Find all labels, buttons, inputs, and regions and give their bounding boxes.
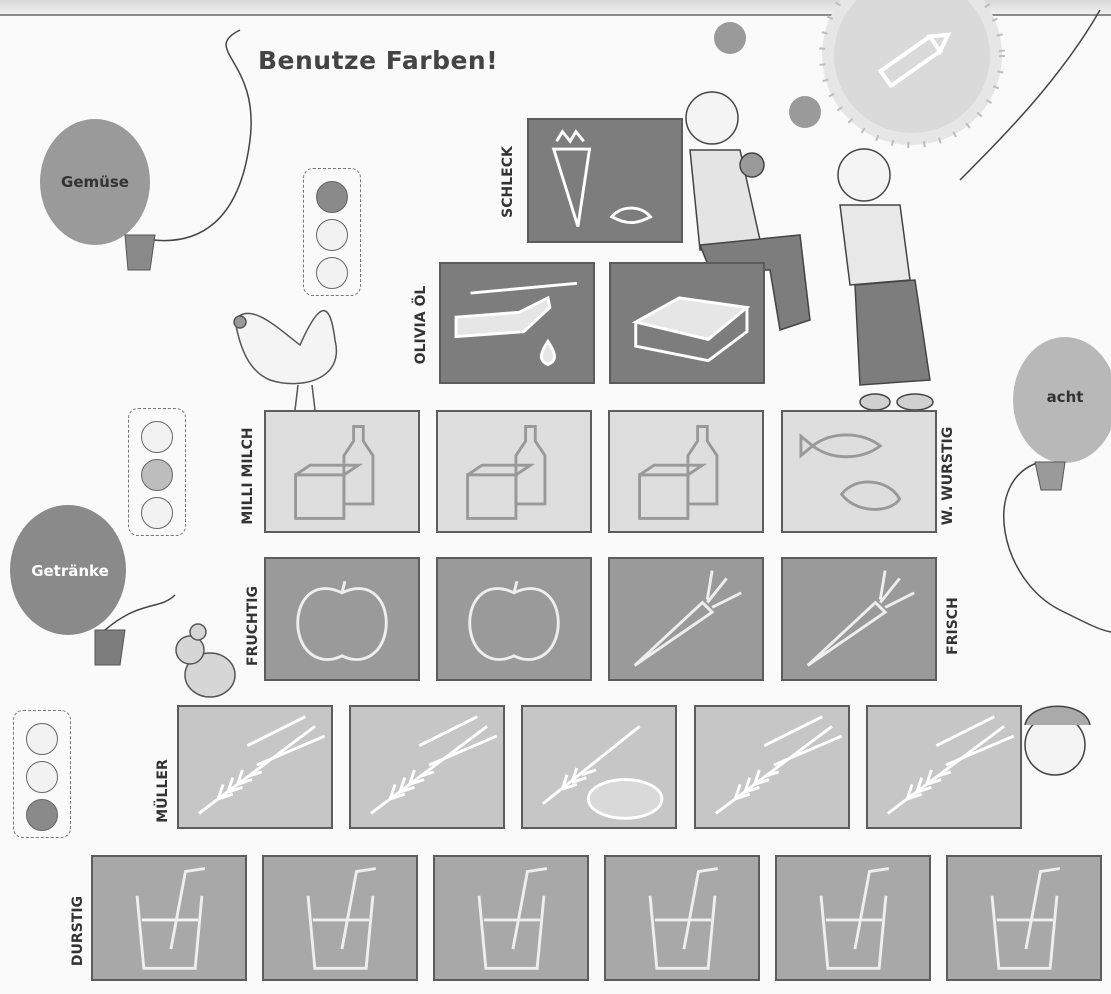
tile-carrot-1 [608,557,764,681]
wheat-icon [351,707,503,827]
balloon-label-getraenke: Getränke [15,562,125,580]
label-schleck: SCHLECK [500,142,520,222]
label-fruchtig: FRUCHTIG [245,571,265,681]
milk-cheese-icon [266,412,418,531]
butter-icon [611,264,763,382]
tile-drink-6 [946,855,1102,981]
bulb-red [26,723,58,755]
bulb-green [26,799,58,831]
balloon-string-gemuese [140,30,251,241]
balloon-label-acht: acht [1025,388,1105,406]
bulb-yellow [26,761,58,793]
tile-drink-3 [433,855,589,981]
tile-apple-1 [264,557,420,681]
bulb-green [141,497,173,529]
traffic-light-bottom [13,710,71,838]
oil-bottle-icon [441,264,593,382]
tile-drink-5 [775,855,931,981]
mouse-illustration [176,624,235,697]
child-peeking-illustration [1025,706,1090,775]
glass-straw-icon [93,857,245,979]
apple-icon [266,559,418,679]
tile-grain-4 [866,705,1022,829]
tile-sweets [527,118,683,243]
glass-straw-icon [264,857,416,979]
glass-straw-icon [435,857,587,979]
bulb-red [316,181,348,213]
bulb-yellow [141,459,173,491]
balloon-label-gemuese: Gemüse [50,173,140,191]
tile-drink-4 [604,855,760,981]
glass-straw-icon [948,857,1100,979]
tile-grain-2 [349,705,505,829]
wheat-icon [868,707,1020,827]
wheat-potato-icon [523,707,675,827]
dot-1 [714,22,746,54]
hen-illustration [234,311,336,410]
tile-dairy-2 [436,410,592,533]
tile-butter [609,262,765,384]
milk-cheese-icon [610,412,762,531]
dot-2 [789,96,821,128]
label-frisch: FRISCH [945,581,965,671]
wheat-icon [696,707,848,827]
label-durstig: DURSTIG [70,881,90,981]
tile-apple-2 [436,557,592,681]
tile-drink-1 [91,855,247,981]
fish-meat-icon [783,412,935,531]
bulb-yellow [316,219,348,251]
tile-grain-3 [694,705,850,829]
ice-cream-icon [529,120,681,241]
bulb-red [141,421,173,453]
tile-dairy-1 [264,410,420,533]
tile-grain-potato [521,705,677,829]
carrot-icon [610,559,762,679]
tile-carrot-2 [781,557,937,681]
label-mueller: MÜLLER [155,746,175,836]
tile-dairy-3 [608,410,764,533]
tile-oil [439,262,595,384]
label-olivia: OLIVIA ÖL [413,275,433,375]
traffic-light-top [303,168,361,296]
glass-straw-icon [777,857,929,979]
tile-fish-meat [781,410,937,533]
tile-drink-2 [262,855,418,981]
bulb-green [316,257,348,289]
milk-cheese-icon [438,412,590,531]
apple-icon [438,559,590,679]
label-wurstig: W. WURSTIG [940,416,960,536]
tile-grain-1 [177,705,333,829]
traffic-light-middle [128,408,186,536]
child-standing-illustration [838,149,933,410]
glass-straw-icon [606,857,758,979]
carrot-icon [783,559,935,679]
wheat-icon [179,707,331,827]
label-milli: MILLI MILCH [240,416,260,536]
